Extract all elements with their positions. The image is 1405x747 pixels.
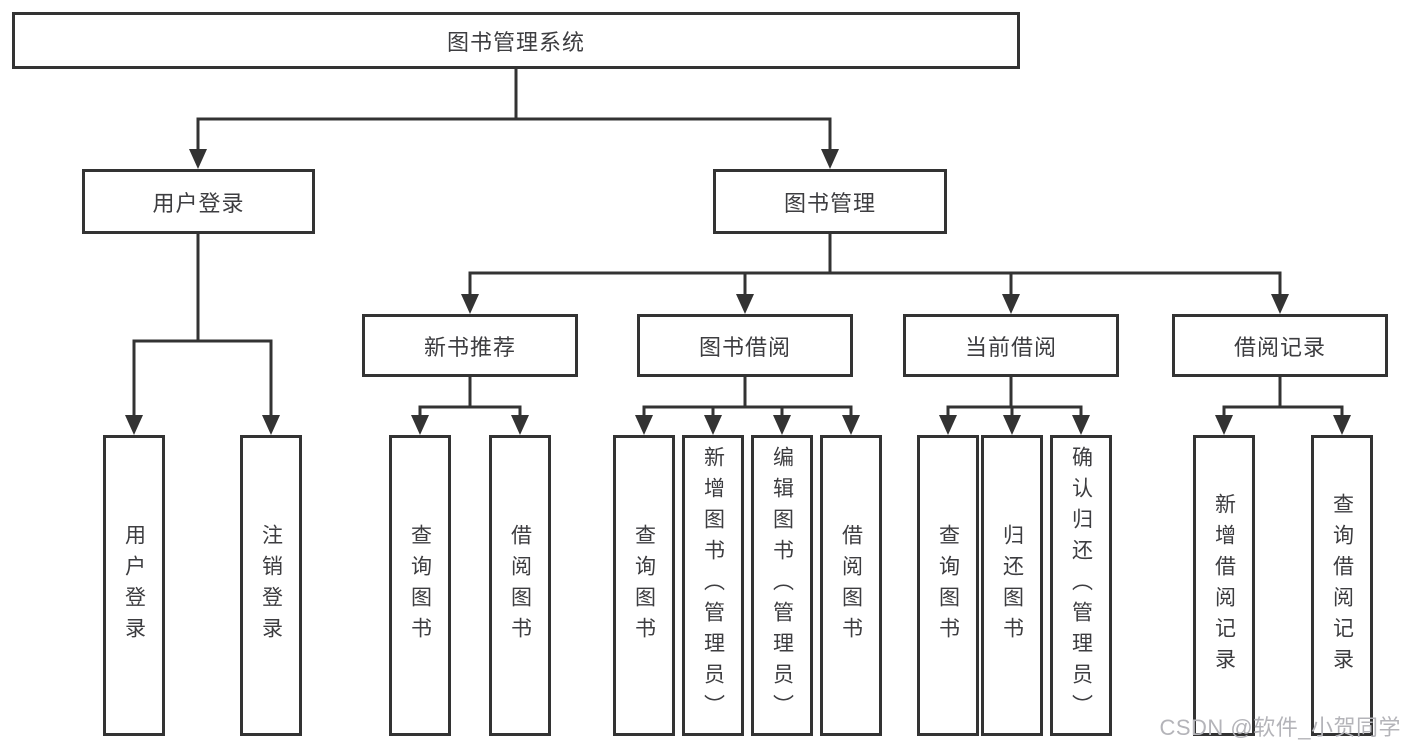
leaf-add-borrow-record: 新增借阅记录: [1193, 435, 1255, 736]
leaf-label: 查询借阅记录: [1330, 492, 1354, 679]
node-book-borrowing: 图书借阅: [637, 314, 853, 377]
leaf-label: 新增借阅记录: [1212, 492, 1236, 679]
leaf-label: 借阅图书: [508, 523, 532, 648]
watermark: CSDN @软件_小贺同学: [1159, 715, 1401, 740]
connector-book-borrowing-branch: [635, 376, 860, 435]
connector-book-management-branch: [461, 233, 1289, 314]
connector-root-to-level2: [189, 68, 839, 169]
connector-borrowing-records-branch: [1215, 376, 1351, 435]
leaf-label: 编辑图书（管理员）: [770, 446, 794, 725]
leaf-confirm-return-admin: 确认归还（管理员）: [1050, 435, 1112, 736]
node-label: 图书借阅: [698, 334, 791, 360]
node-label: 新书推荐: [423, 334, 516, 360]
node-current-borrowing: 当前借阅: [903, 314, 1119, 377]
leaf-user-login: 用户登录: [103, 435, 165, 736]
node-library-system-root: 图书管理系统: [12, 12, 1020, 69]
connector-user-login-branch: [125, 233, 280, 435]
node-label: 当前借阅: [964, 334, 1057, 360]
leaf-query-books-current: 查询图书: [917, 435, 979, 736]
node-borrowing-records: 借阅记录: [1172, 314, 1388, 377]
node-label: 借阅记录: [1233, 334, 1326, 360]
leaf-label: 归还图书: [1000, 523, 1024, 648]
leaf-label: 查询图书: [936, 523, 960, 648]
leaf-label: 查询图书: [632, 523, 656, 648]
leaf-label: 借阅图书: [839, 523, 863, 648]
leaf-query-books-recommend: 查询图书: [389, 435, 451, 736]
leaf-label: 查询图书: [408, 523, 432, 648]
node-book-management: 图书管理: [713, 169, 947, 234]
leaf-edit-books-admin: 编辑图书（管理员）: [751, 435, 813, 736]
leaf-label: 用户登录: [122, 523, 146, 648]
leaf-query-books-borrowing: 查询图书: [613, 435, 675, 736]
node-label: 用户登录: [152, 190, 245, 216]
node-label: 图书管理: [783, 190, 876, 216]
node-label: 图书管理系统: [446, 29, 585, 55]
leaf-label: 新增图书（管理员）: [701, 446, 725, 725]
leaf-logout-login: 注销登录: [240, 435, 302, 736]
leaf-borrow-books-borrowing: 借阅图书: [820, 435, 882, 736]
connector-new-book-recommendation-branch: [411, 376, 529, 435]
leaf-query-borrow-record: 查询借阅记录: [1311, 435, 1373, 736]
connector-current-borrowing-branch: [939, 376, 1090, 435]
node-user-login: 用户登录: [82, 169, 315, 234]
node-new-book-recommendation: 新书推荐: [362, 314, 578, 377]
leaf-label: 确认归还（管理员）: [1069, 446, 1093, 725]
leaf-add-books-admin: 新增图书（管理员）: [682, 435, 744, 736]
leaf-label: 注销登录: [259, 523, 283, 648]
leaf-return-books: 归还图书: [981, 435, 1043, 736]
leaf-borrow-books-recommend: 借阅图书: [489, 435, 551, 736]
